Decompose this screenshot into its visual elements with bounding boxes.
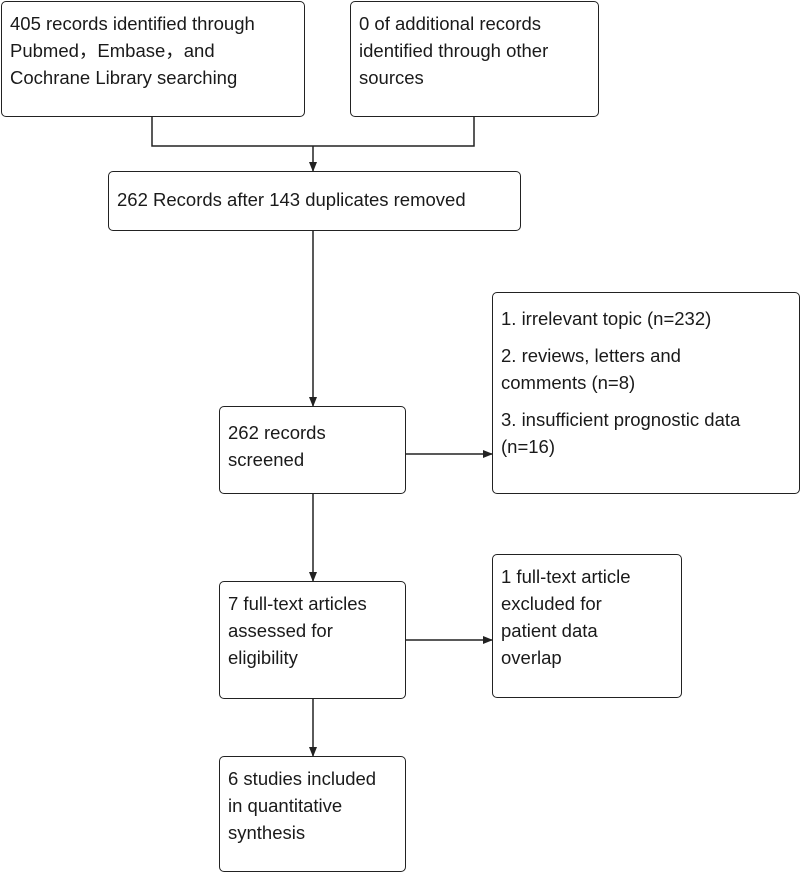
records-screened-box: 262 records screened — [219, 406, 406, 494]
box-text: 3. insufficient prognostic data — [501, 409, 741, 430]
box-text: synthesis — [228, 822, 306, 843]
records-excluded-screening-box: 1. irrelevant topic (n=232) 2. reviews, … — [492, 292, 800, 494]
box-text: in quantitative — [228, 795, 343, 816]
box-text: assessed for — [228, 620, 333, 641]
exclusion-item: 1. irrelevant topic (n=232) — [501, 305, 791, 332]
box-text: overlap — [501, 647, 562, 668]
box-text: screened — [228, 449, 305, 470]
box-text: 0 of additional records — [359, 13, 542, 34]
box-text: patient data — [501, 620, 598, 641]
box-text: (n=16) — [501, 436, 555, 457]
records-identified-database-box: 405 records identified through Pubmed，Em… — [1, 1, 305, 117]
box-text: 2. reviews, letters and — [501, 345, 681, 366]
exclusion-item: 3. insufficient prognostic data (n=16) — [501, 406, 791, 460]
box-text: excluded for — [501, 593, 602, 614]
fulltext-assessed-box: 7 full-text articles assessed for eligib… — [219, 581, 406, 699]
box-text: 6 studies included — [228, 768, 377, 789]
studies-included-box: 6 studies included in quantitative synth… — [219, 756, 406, 872]
box-text: Pubmed，Embase，and — [10, 40, 215, 61]
exclusion-item: 2. reviews, letters and comments (n=8) — [501, 342, 791, 396]
box-text: 405 records identified through — [10, 13, 255, 34]
box-text: comments (n=8) — [501, 372, 636, 393]
box-text: identified through other — [359, 40, 549, 61]
fulltext-excluded-box: 1 full-text article excluded for patient… — [492, 554, 682, 698]
box-text: 1. irrelevant topic (n=232) — [501, 308, 712, 329]
merge-connector — [151, 117, 475, 147]
records-identified-other-box: 0 of additional records identified throu… — [350, 1, 599, 117]
box-text: Cochrane Library searching — [10, 67, 238, 88]
box-text: sources — [359, 67, 424, 88]
box-text: 1 full-text article — [501, 566, 631, 587]
box-text: 7 full-text articles — [228, 593, 367, 614]
records-after-duplicates-box: 262 Records after 143 duplicates removed — [108, 171, 521, 231]
box-text: 262 records — [228, 422, 326, 443]
box-text: 262 Records after 143 duplicates removed — [117, 189, 466, 210]
box-text: eligibility — [228, 647, 298, 668]
